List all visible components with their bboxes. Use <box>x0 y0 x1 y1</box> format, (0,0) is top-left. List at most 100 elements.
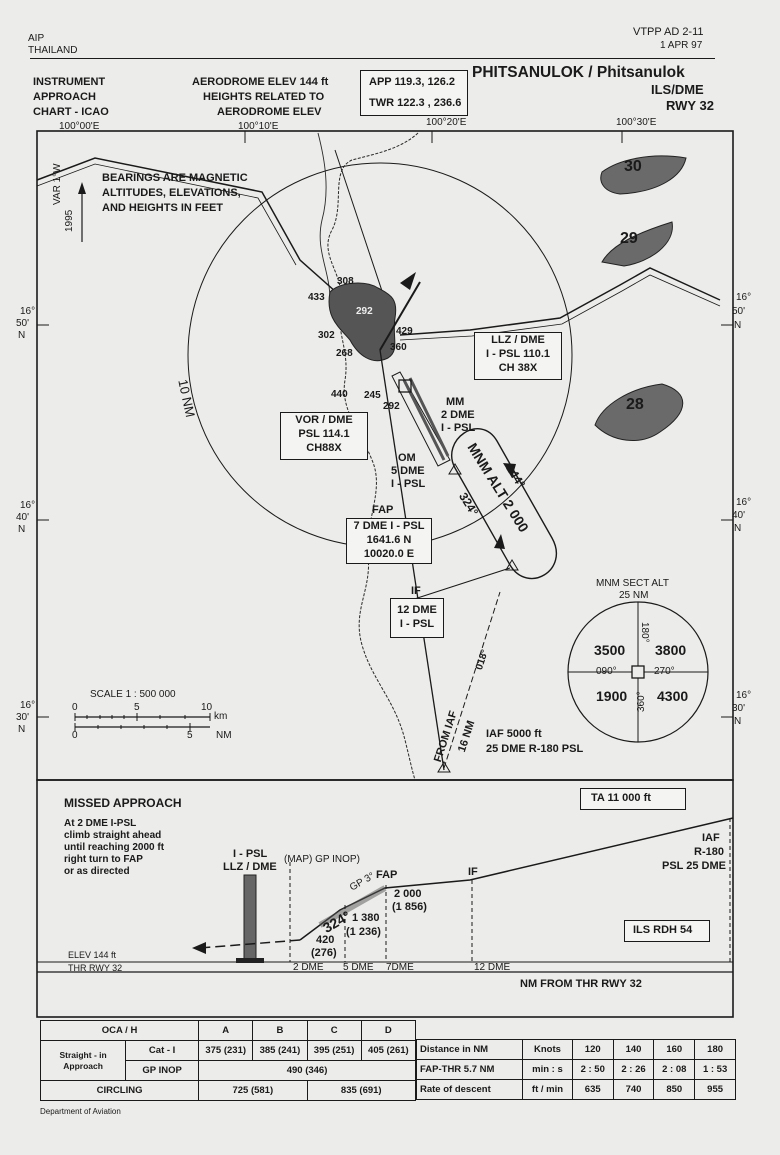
lat-30-deg-left: 16° <box>20 700 36 711</box>
threshold-label: THR RWY 32 <box>68 963 123 973</box>
obstacle-elevation: 292 <box>383 401 400 412</box>
chart-title: PHITSANULOK / Phitsanulok <box>472 64 685 81</box>
straight-in-text-1: Straight - in <box>59 1049 107 1060</box>
transition-altitude: TA 11 000 ft <box>591 792 651 804</box>
bearings-note-1: BEARINGS ARE MAGNETIC <box>102 172 248 184</box>
road-east-edge <box>399 274 721 341</box>
vor-title: VOR / DME <box>295 414 353 426</box>
missed-approach-profile-arrow <box>192 942 206 954</box>
vor-dme-symbol <box>398 379 412 393</box>
iaf-fix-symbol <box>437 761 451 773</box>
if-ident: I - PSL <box>399 618 435 630</box>
missed-approach-text-1: At 2 DME I-PSL <box>64 818 137 829</box>
circling-label: CIRCLING <box>39 1080 200 1101</box>
lat-40-deg-left: 16° <box>20 500 36 511</box>
rate-cell: 740 <box>612 1079 655 1100</box>
aip-label: AIP <box>28 33 45 44</box>
rate-label: Rate of descent <box>415 1079 524 1100</box>
obstacle-elevation: 302 <box>318 330 335 341</box>
profile-height-276: (276) <box>311 947 337 959</box>
profile-iaf-dme: PSL 25 DME <box>662 860 726 872</box>
missed-approach-track <box>379 281 421 351</box>
om-dme: 5 DME <box>391 465 425 477</box>
rate-cell: 635 <box>571 1079 614 1100</box>
profile-llz-label: LLZ / DME <box>223 861 277 873</box>
category-header: A <box>198 1020 254 1041</box>
lat-n-right: N <box>734 320 742 331</box>
category-header: B <box>252 1020 308 1041</box>
scale-tick-10: 10 <box>201 702 213 713</box>
vor-frequency: PSL 114.1 <box>298 428 350 440</box>
chart-type-line1: INSTRUMENT <box>33 76 106 88</box>
circling-minima-cd: 835 (691) <box>306 1080 417 1101</box>
vor-dme-box: VOR / DME PSL 114.1 CH88X <box>280 412 368 460</box>
iaf-altitude: IAF 5000 ft <box>486 728 542 740</box>
gp-inop-minima: 490 (346) <box>198 1060 416 1081</box>
rdh-box: ILS RDH 54 <box>624 920 710 942</box>
profile-if: IF <box>468 866 478 878</box>
terrain-28 <box>594 383 684 441</box>
if-box: 12 DME I - PSL <box>390 598 444 638</box>
lat-50-deg-left: 16° <box>20 306 36 317</box>
profile-llz-ident: I - PSL <box>233 848 268 860</box>
profile-alt-420: 420 <box>316 934 335 946</box>
msa-sector-sw: 1900 <box>596 688 628 704</box>
category-header: D <box>360 1020 417 1041</box>
msa-sector-nw: 3500 <box>594 642 626 658</box>
obstacle-elevation: 308 <box>337 276 354 287</box>
scale-title: SCALE 1 : 500 000 <box>90 689 176 700</box>
department-footer: Department of Aviation <box>40 1107 121 1116</box>
chart-type-line2: APPROACH <box>33 91 96 103</box>
fap-lat: 1641.6 N <box>366 534 412 546</box>
river-branch <box>317 132 331 301</box>
lat-50-min-left: 50' <box>16 318 30 329</box>
twr-frequency: TWR 122.3 , 236.6 <box>369 97 462 109</box>
aerodrome-elevation: ELEV 144 ft <box>68 950 117 960</box>
fap-lon: 10020.0 E <box>363 548 415 560</box>
missed-approach-arrow <box>400 272 416 290</box>
rate-unit-label: ft / min <box>522 1079 573 1100</box>
bearings-note-3: AND HEIGHTS IN FEET <box>102 202 224 214</box>
terrain-30 <box>600 155 687 195</box>
lat-40-min-left: 40' <box>16 512 30 523</box>
obstacle-elevation: 292 <box>356 306 373 317</box>
app-frequency: APP 119.3, 126.2 <box>369 76 456 88</box>
fap-box: 7 DME I - PSL 1641.6 N 10020.0 E <box>346 518 432 564</box>
fap-title: FAP <box>372 504 394 516</box>
terrain-label-28: 28 <box>626 396 644 413</box>
llz-title: LLZ / DME <box>491 334 545 346</box>
scale-nm-5: 5 <box>187 730 193 741</box>
glide-slope-hatch <box>318 885 387 928</box>
llz-channel: CH 38X <box>498 362 538 374</box>
time-cell: 2 : 08 <box>653 1059 696 1080</box>
lat-n-left: N <box>18 330 26 341</box>
speed-cell: 160 <box>653 1039 696 1060</box>
iaf-position: 25 DME R-180 PSL <box>486 743 584 755</box>
om-ident: I - PSL <box>391 478 426 490</box>
dme-5-label: 5 DME <box>343 962 374 973</box>
road-west-edge <box>36 163 297 266</box>
track-018 <box>443 591 501 769</box>
obstacle-elevation: 268 <box>336 348 353 359</box>
elev-line3: AERODROME ELEV <box>217 106 322 118</box>
cat1-label: Cat - I <box>125 1040 200 1061</box>
profile-alt-1380: 1 380 <box>352 912 380 924</box>
obstacle-elevation: 429 <box>396 326 413 337</box>
missed-approach-profile <box>199 939 301 949</box>
minima-cell: 375 (231) <box>198 1040 254 1061</box>
road-east <box>399 267 721 336</box>
chart-type-line3: CHART - ICAO <box>33 106 109 118</box>
lon-label-4: 100°30'E <box>616 117 657 128</box>
lat-30-min-right: 30' <box>732 703 746 714</box>
if-dme: 12 DME <box>397 604 437 616</box>
localizer-feather <box>391 371 451 467</box>
lat-30-deg-right: 16° <box>736 690 752 701</box>
lon-label-2: 100°10'E <box>238 121 279 132</box>
road-west <box>36 157 346 301</box>
scale-tick-0: 0 <box>72 702 78 713</box>
map-note: (MAP) GP INOP) <box>284 854 360 865</box>
lat-30-n-right: N <box>734 716 742 727</box>
profile-alt-2000: 2 000 <box>394 888 422 900</box>
graticule-ticks <box>37 131 733 718</box>
